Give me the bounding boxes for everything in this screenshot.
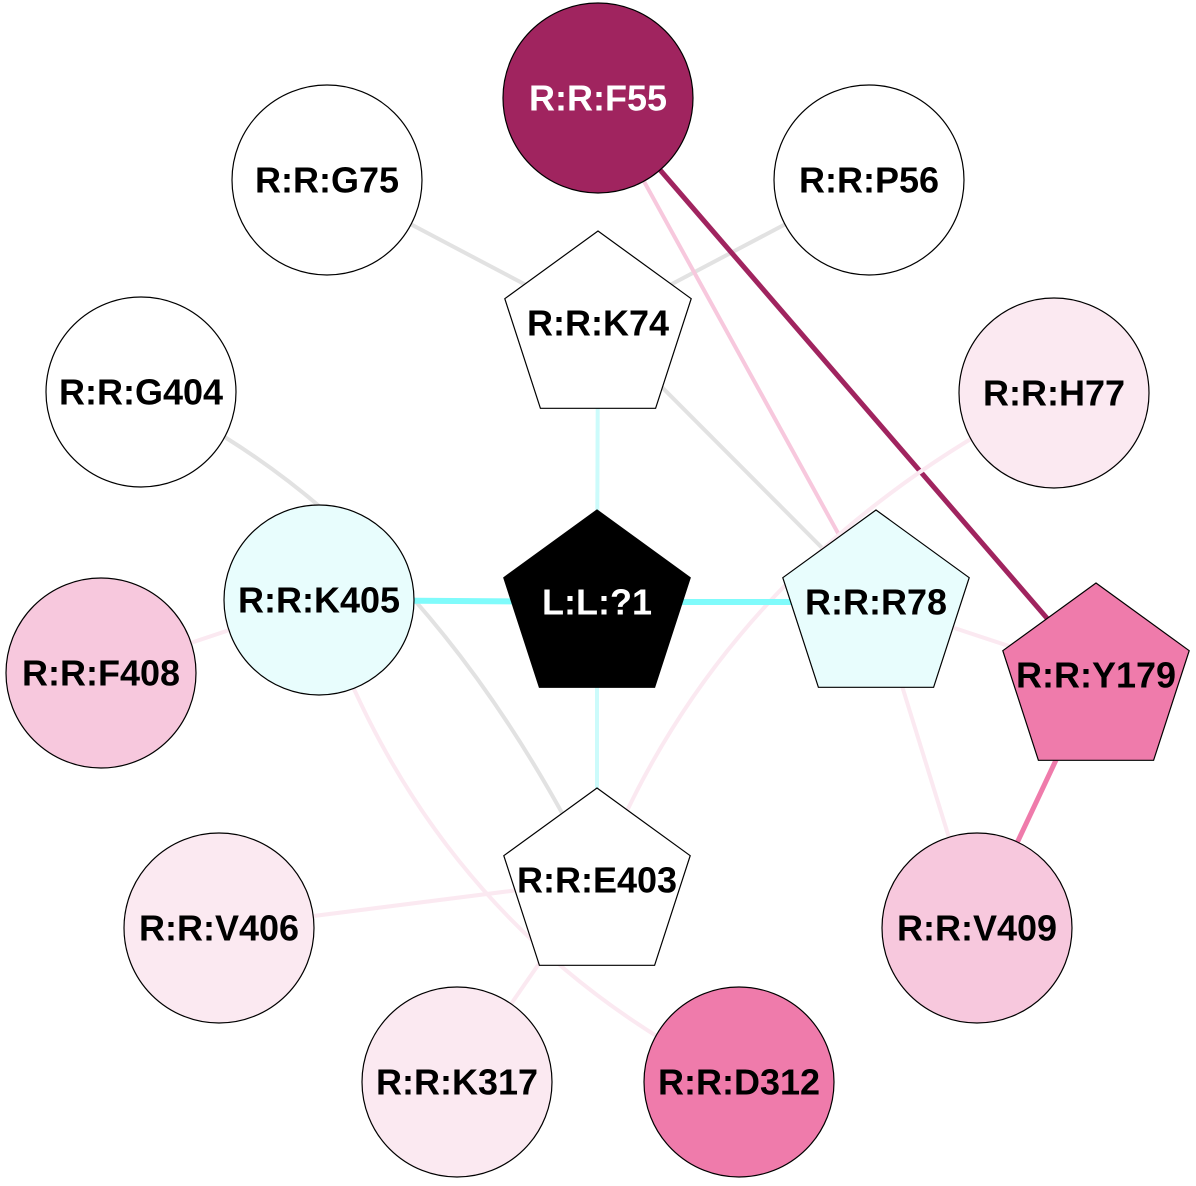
circle-node-shape — [643, 986, 835, 1178]
node-label: R:R:F55 — [529, 78, 667, 119]
node-k74[interactable]: R:R:K74 — [504, 230, 692, 409]
circle-node-shape — [502, 2, 694, 194]
node-k317[interactable]: R:R:K317 — [361, 986, 553, 1178]
node-label: R:R:Y179 — [1016, 655, 1176, 696]
pentagon-node-shape — [1002, 582, 1190, 761]
node-f408[interactable]: R:R:F408 — [5, 577, 197, 769]
node-label: R:R:G75 — [255, 160, 399, 201]
circle-node-shape — [958, 297, 1150, 489]
node-l1[interactable]: L:L:?1 — [503, 509, 691, 688]
node-e403[interactable]: R:R:E403 — [503, 787, 691, 966]
node-p56[interactable]: R:R:P56 — [773, 84, 965, 276]
node-label: R:R:G404 — [59, 372, 223, 413]
node-label: R:R:K317 — [376, 1062, 538, 1103]
node-d312[interactable]: R:R:D312 — [643, 986, 835, 1178]
node-r78[interactable]: R:R:R78 — [782, 509, 970, 688]
node-label: R:R:R78 — [805, 582, 947, 623]
edge-h77-e403 — [595, 391, 1055, 881]
pentagon-node-shape — [503, 509, 691, 688]
circle-node-shape — [45, 296, 237, 488]
node-v406[interactable]: R:R:V406 — [123, 832, 315, 1024]
node-k405[interactable]: R:R:K405 — [223, 504, 415, 696]
node-label: R:R:K74 — [527, 303, 669, 344]
node-label: R:R:V409 — [897, 908, 1057, 949]
circle-node-shape — [5, 577, 197, 769]
node-label: R:R:K405 — [238, 580, 400, 621]
pentagon-node-shape — [504, 230, 692, 409]
node-y179[interactable]: R:R:Y179 — [1002, 582, 1190, 761]
circle-node-shape — [123, 832, 315, 1024]
node-label: R:R:H77 — [983, 373, 1125, 414]
node-label: L:L:?1 — [542, 582, 652, 623]
circle-node-shape — [231, 84, 423, 276]
node-label: R:R:E403 — [517, 860, 677, 901]
node-g75[interactable]: R:R:G75 — [231, 84, 423, 276]
circle-node-shape — [361, 986, 553, 1178]
circle-node-shape — [223, 504, 415, 696]
pentagon-node-shape — [503, 787, 691, 966]
edge-f55-r78 — [596, 97, 878, 603]
node-label: R:R:P56 — [799, 160, 939, 201]
edge-f55-y179 — [596, 96, 1098, 677]
circle-node-shape — [773, 84, 965, 276]
node-label: R:R:V406 — [139, 908, 299, 949]
node-g404[interactable]: R:R:G404 — [45, 296, 237, 488]
node-f55[interactable]: R:R:F55 — [502, 2, 694, 194]
node-label: R:R:F408 — [22, 653, 180, 694]
node-label: R:R:D312 — [658, 1062, 820, 1103]
node-h77[interactable]: R:R:H77 — [958, 297, 1150, 489]
pentagon-node-shape — [782, 509, 970, 688]
circle-node-shape — [881, 832, 1073, 1024]
node-v409[interactable]: R:R:V409 — [881, 832, 1073, 1024]
